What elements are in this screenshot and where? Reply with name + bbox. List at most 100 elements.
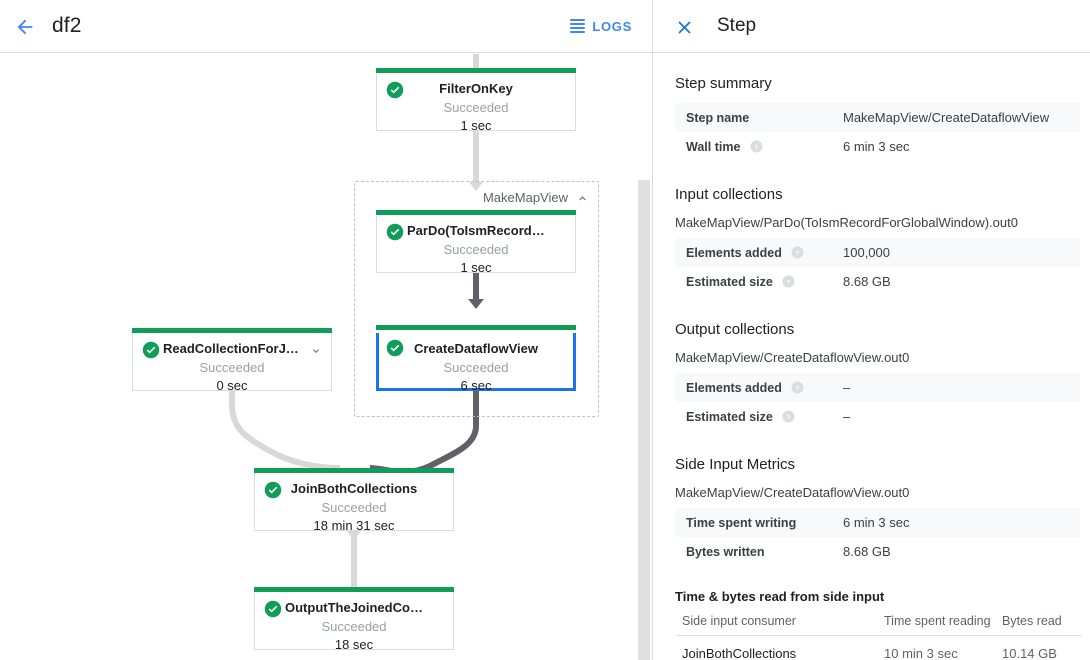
list-icon xyxy=(570,19,586,33)
input-collection-name: MakeMapView/ParDo(ToIsmRecordForGlobalWi… xyxy=(675,215,1018,230)
node-name: CreateDataflowView xyxy=(413,341,539,356)
help-icon[interactable] xyxy=(750,140,763,153)
section-heading-side-input-metrics: Side Input Metrics xyxy=(675,456,796,473)
table-row: Step name MakeMapView/CreateDataflowView xyxy=(675,103,1080,132)
input-collections-table: Elements added 100,000 Estimated size xyxy=(675,238,1080,296)
cell-time-spent-reading: 10 min 3 sec xyxy=(884,635,1002,660)
node-body: ParDo(ToIsmRecordFor… Succeeded 1 sec xyxy=(377,215,575,277)
column-header-bytes-read[interactable]: Bytes read xyxy=(1002,608,1082,636)
job-graph-canvas[interactable]: MakeMapView FilterOnKey xyxy=(0,54,652,660)
node-elapsed-time: 18 min 31 sec xyxy=(313,518,395,533)
cell-bytes-read: 10.14 GB xyxy=(1002,635,1082,660)
row-key: Elements added xyxy=(675,238,843,267)
node-status-accent-bar xyxy=(376,210,576,215)
section-heading-output-collections: Output collections xyxy=(675,321,795,338)
side-input-read-table-title: Time & bytes read from side input xyxy=(675,589,885,604)
step-details-panel: Step Step summary Step name MakeMapView/… xyxy=(653,0,1090,660)
row-key: Estimated size xyxy=(675,402,843,431)
top-app-bar: df2 LOGS xyxy=(0,0,652,53)
row-value: – xyxy=(843,409,851,424)
node-status: Succeeded xyxy=(443,242,509,257)
graph-node-joinbothcollections[interactable]: JoinBothCollections Succeeded 18 min 31 … xyxy=(254,468,454,533)
row-key-label: Estimated size xyxy=(686,274,773,289)
table-row: Elements added 100,000 xyxy=(675,238,1080,267)
row-value: 8.68 GB xyxy=(843,274,891,289)
back-arrow-icon[interactable] xyxy=(8,10,42,44)
table-row: Time spent writing 6 min 3 sec xyxy=(675,508,1080,537)
node-body: OutputTheJoinedCollec… Succeeded 18 sec xyxy=(255,592,453,654)
row-key-label: Estimated size xyxy=(686,409,773,424)
section-heading-step-summary: Step summary xyxy=(675,75,772,92)
output-collections-table: Elements added – Estimated size xyxy=(675,373,1080,431)
row-key-label: Wall time xyxy=(686,139,741,154)
table-row: JoinBothCollections 10 min 3 sec 10.14 G… xyxy=(677,635,1082,660)
node-body: CreateDataflowView Succeeded 6 sec xyxy=(379,333,573,395)
help-icon[interactable] xyxy=(791,381,804,394)
row-value: – xyxy=(843,380,851,395)
graph-node-filteronkey[interactable]: FilterOnKey Succeeded 1 sec xyxy=(376,68,576,133)
graph-node-pardo-toismrecord[interactable]: ParDo(ToIsmRecordFor… Succeeded 1 sec xyxy=(376,210,576,275)
node-status-accent-bar xyxy=(254,587,454,592)
node-status: Succeeded xyxy=(199,360,265,375)
check-circle-icon xyxy=(386,223,404,241)
check-circle-icon xyxy=(386,339,404,357)
node-status: Succeeded xyxy=(443,100,509,115)
chevron-down-icon[interactable] xyxy=(310,344,322,356)
check-circle-icon xyxy=(386,81,404,99)
close-icon[interactable] xyxy=(669,12,699,42)
node-elapsed-time: 0 sec xyxy=(216,378,248,393)
check-circle-icon xyxy=(142,341,160,359)
side-input-metrics-table: Time spent writing 6 min 3 sec Bytes wri… xyxy=(675,508,1080,566)
column-header-side-input-consumer[interactable]: Side input consumer xyxy=(677,608,884,636)
chevron-up-icon[interactable] xyxy=(576,192,589,205)
step-summary-table: Step name MakeMapView/CreateDataflowView… xyxy=(675,103,1080,161)
node-body: ReadCollectionForJoin Succeeded 0 sec xyxy=(133,333,331,395)
node-name: OutputTheJoinedCollec… xyxy=(285,600,445,615)
page-title: df2 xyxy=(52,14,82,37)
node-name: FilterOnKey xyxy=(439,81,513,96)
node-status-accent-bar xyxy=(254,468,454,473)
node-elapsed-time: 6 sec xyxy=(460,378,492,393)
output-collection-name: MakeMapView/CreateDataflowView.out0 xyxy=(675,350,910,365)
cell-side-input-consumer: JoinBothCollections xyxy=(677,635,884,660)
row-key-label: Elements added xyxy=(686,380,782,395)
node-name: ReadCollectionForJoin xyxy=(163,341,306,356)
help-icon[interactable] xyxy=(782,275,795,288)
step-panel-title: Step xyxy=(717,15,757,36)
row-value: MakeMapView/CreateDataflowView xyxy=(843,110,1050,125)
table-row: Estimated size – xyxy=(675,402,1080,431)
graph-node-outputthejoinedcollection[interactable]: OutputTheJoinedCollec… Succeeded 18 sec xyxy=(254,587,454,652)
table-row: Estimated size 8.68 GB xyxy=(675,267,1080,296)
composite-group-makemapview[interactable]: MakeMapView xyxy=(354,181,599,417)
help-icon[interactable] xyxy=(782,410,795,423)
graph-node-createdataflowview[interactable]: CreateDataflowView Succeeded 6 sec xyxy=(376,325,576,393)
help-icon[interactable] xyxy=(791,246,804,259)
check-circle-icon xyxy=(264,600,282,618)
row-key: Wall time xyxy=(675,132,843,161)
row-value: 6 min 3 sec xyxy=(843,515,910,530)
row-key: Time spent writing xyxy=(686,515,797,530)
job-graph-panel: df2 LOGS xyxy=(0,0,652,660)
graph-node-readcollectionforjoin[interactable]: ReadCollectionForJoin Succeeded 0 sec xyxy=(132,328,332,393)
node-body: JoinBothCollections Succeeded 18 min 31 … xyxy=(255,473,453,535)
row-key: Step name xyxy=(686,110,750,125)
row-key: Estimated size xyxy=(675,267,843,296)
node-elapsed-time: 1 sec xyxy=(460,118,492,133)
node-elapsed-time: 1 sec xyxy=(460,260,492,275)
graph-scrollbar-thumb[interactable] xyxy=(638,180,650,660)
side-input-collection-name: MakeMapView/CreateDataflowView.out0 xyxy=(675,485,910,500)
node-status: Succeeded xyxy=(321,619,387,634)
panel-divider xyxy=(652,0,653,660)
node-status-accent-bar xyxy=(376,68,576,73)
row-key-label: Elements added xyxy=(686,245,782,260)
row-key: Bytes written xyxy=(686,544,765,559)
row-value: 100,000 xyxy=(843,245,890,260)
logs-button[interactable]: LOGS xyxy=(570,13,632,39)
step-panel-content: Step summary Step name MakeMapView/Creat… xyxy=(653,54,1090,660)
column-header-time-spent-reading[interactable]: Time spent reading xyxy=(884,608,1002,636)
section-heading-input-collections: Input collections xyxy=(675,186,783,203)
composite-group-label: MakeMapView xyxy=(482,190,568,205)
node-status-accent-bar xyxy=(376,325,576,330)
row-key: Elements added xyxy=(675,373,843,402)
logs-button-label: LOGS xyxy=(592,18,632,34)
